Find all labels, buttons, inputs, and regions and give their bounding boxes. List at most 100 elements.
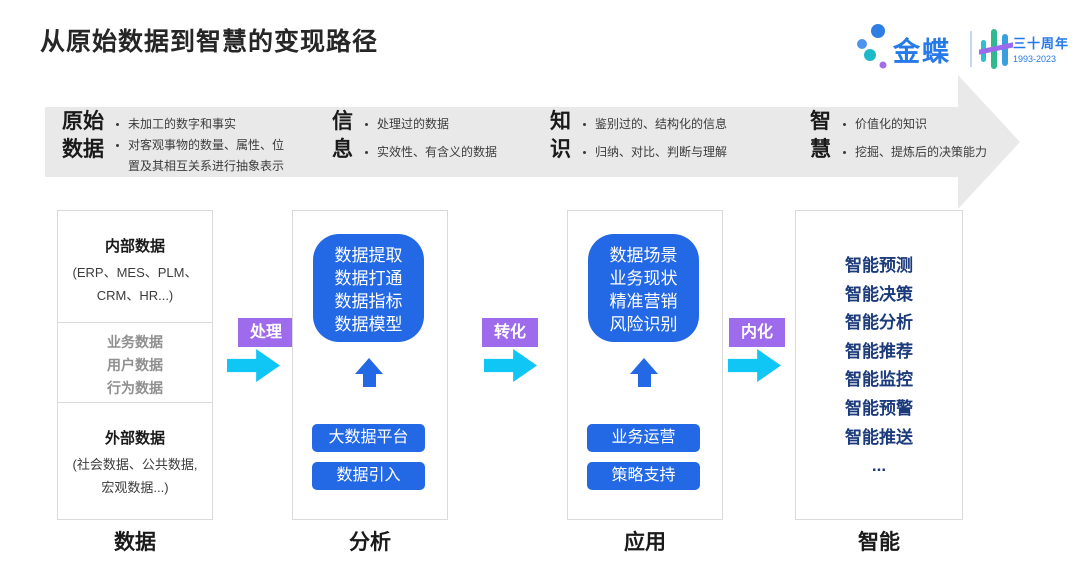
page-title: 从原始数据到智慧的变现路径 [40,28,379,56]
bullet-dot-icon [843,123,846,126]
bullet-text: 处理过的数据 [377,117,450,131]
panel-line: 数据打通 [334,269,403,288]
bullet-item: 价值化的知识 [843,114,1008,135]
stage-label: 原始 数据 [62,108,104,177]
arrow-head [630,358,658,374]
bullet-item: 实效性、有含义的数据 [365,142,525,163]
right-arrow-icon [728,349,781,382]
banner-stage-raw-data: 原始 数据 未加工的数字和事实 对客观事物的数量、属性、位置及其相互关系进行抽象… [62,108,292,177]
panel-line: 数据提取 [334,246,403,265]
analysis-panel: 数据提取 数据打通 数据指标 数据模型 [313,234,424,342]
stage-label-line: 识 [550,138,571,161]
bullet-text: 对客观事物的数量、属性、位置及其相互关系进行抽象表示 [128,138,285,173]
bullet-text: 鉴别过的、结构化的信息 [595,117,728,131]
data-column-box: 内部数据 (ERP、MES、PLM、 CRM、HR...) 业务数据 用户数据 … [57,210,213,520]
middle-data-section: 业务数据 用户数据 行为数据 [58,323,212,403]
stage-label-line: 数据 [62,138,104,161]
panel-line: 数据模型 [334,315,403,334]
stage-label-line: 原始 [62,110,104,133]
stage-label-line: 知 [550,110,571,133]
intelligence-item: 智能监控 [845,370,913,390]
panel-line: 数据场景 [609,246,678,265]
internal-data-line: CRM、HR...) [96,288,174,303]
bullet-text: 价值化的知识 [855,117,928,131]
application-panel: 数据场景 业务现状 精准营销 风险识别 [588,234,699,342]
banner-stage-knowledge: 知 识 鉴别过的、结构化的信息 归纳、对比、判断与理解 [550,108,763,170]
bullet-item: 处理过的数据 [365,114,525,135]
arrow-stem [362,374,376,387]
intelligence-item-ellipsis: ... [871,456,887,476]
footer-label-application: 应用 [624,531,666,554]
footer-label-analysis: 分析 [349,531,391,554]
strategy-support-button: 策略支持 [587,462,700,490]
bullet-text: 实效性、有含义的数据 [377,145,498,159]
stage-label: 智 慧 [810,108,831,170]
bullet-dot-icon [365,123,368,126]
arrow-stem [637,374,651,387]
bullet-dot-icon [843,151,846,154]
right-arrow-icon [484,349,537,382]
panel-line: 数据指标 [334,292,403,311]
intelligence-item: 智能预测 [845,256,913,275]
bullet-text: 未加工的数字和事实 [128,117,237,131]
stage-bullets: 未加工的数字和事实 对客观事物的数量、属性、位置及其相互关系进行抽象表示 [116,108,292,177]
data-import-button: 数据引入 [312,462,425,490]
bullet-text: 归纳、对比、判断与理解 [595,145,728,159]
anniversary-years: 1993-2023 [1013,54,1057,64]
external-data-line: (社会数据、公共数据, [72,457,198,472]
external-data-section: 外部数据 (社会数据、公共数据, 宏观数据...) [58,403,212,499]
data-item: 用户数据 [107,357,163,373]
panel-line: 业务现状 [609,269,678,288]
banner-stage-information: 信 息 处理过的数据 实效性、有含义的数据 [332,108,525,170]
anniversary-label: 三十周年 1993-2023 [1013,33,1069,64]
bullet-dot-icon [365,151,368,154]
kingdee-dots-icon [857,24,887,69]
stage-label-line: 息 [332,138,353,161]
external-data-line: 宏观数据...) [101,480,169,495]
right-arrow-icon [227,349,280,382]
big-data-platform-button: 大数据平台 [312,424,425,452]
bullet-item: 鉴别过的、结构化的信息 [583,114,763,135]
up-arrow-icon [355,358,383,387]
connector-label-process: 处理 [238,318,294,347]
stage-bullets: 价值化的知识 挖掘、提炼后的决策能力 [843,108,1008,170]
intelligence-item: 智能推送 [845,427,913,447]
arrow-head [355,358,383,374]
business-operation-button: 业务运营 [587,424,700,452]
data-item: 业务数据 [107,334,163,350]
intelligence-column-box: 智能预测 智能决策 智能分析 智能推荐 智能监控 智能预警 智能推送 ... [795,210,963,520]
connector-label-transform: 转化 [482,318,538,347]
stage-label-line: 智 [810,110,831,133]
anniversary-mark-icon [979,29,1013,69]
bullet-item: 归纳、对比、判断与理解 [583,142,763,163]
bullet-item: 挖掘、提炼后的决策能力 [843,142,1008,163]
panel-line: 风险识别 [609,315,678,334]
data-item: 行为数据 [107,380,163,396]
bullet-item: 未加工的数字和事实 [116,114,292,135]
intelligence-item: 智能推荐 [845,341,913,361]
bullet-dot-icon [116,144,119,147]
internal-data-line: (ERP、MES、PLM、 [72,265,198,280]
footer-label-data: 数据 [114,531,156,554]
bullet-dot-icon [583,123,586,126]
footer-label-intelligence: 智能 [858,531,900,554]
bullet-dot-icon [583,151,586,154]
brand-logo-text: 金蝶 [893,37,951,67]
bullet-text: 挖掘、提炼后的决策能力 [855,145,988,159]
external-data-heading: 外部数据 [104,430,165,447]
process-arrow-banner: 原始 数据 未加工的数字和事实 对客观事物的数量、属性、位置及其相互关系进行抽象… [45,75,1020,209]
intelligence-item: 智能预警 [845,398,913,418]
bullet-item: 对客观事物的数量、属性、位置及其相互关系进行抽象表示 [116,135,292,177]
stage-label-line: 慧 [810,138,831,161]
intelligence-list: 智能预测 智能决策 智能分析 智能推荐 智能监控 智能预警 智能推送 ... [796,211,962,481]
internal-data-heading: 内部数据 [104,238,165,255]
banner-stage-wisdom: 智 慧 价值化的知识 挖掘、提炼后的决策能力 [810,108,1008,170]
stage-bullets: 鉴别过的、结构化的信息 归纳、对比、判断与理解 [583,108,763,170]
intelligence-item: 智能分析 [845,313,913,333]
panel-line: 精准营销 [609,292,678,311]
intelligence-item: 智能决策 [845,284,913,304]
stage-label: 知 识 [550,108,571,170]
internal-data-section: 内部数据 (ERP、MES、PLM、 CRM、HR...) [58,211,212,323]
up-arrow-icon [630,358,658,387]
stage-label-line: 信 [332,110,353,133]
